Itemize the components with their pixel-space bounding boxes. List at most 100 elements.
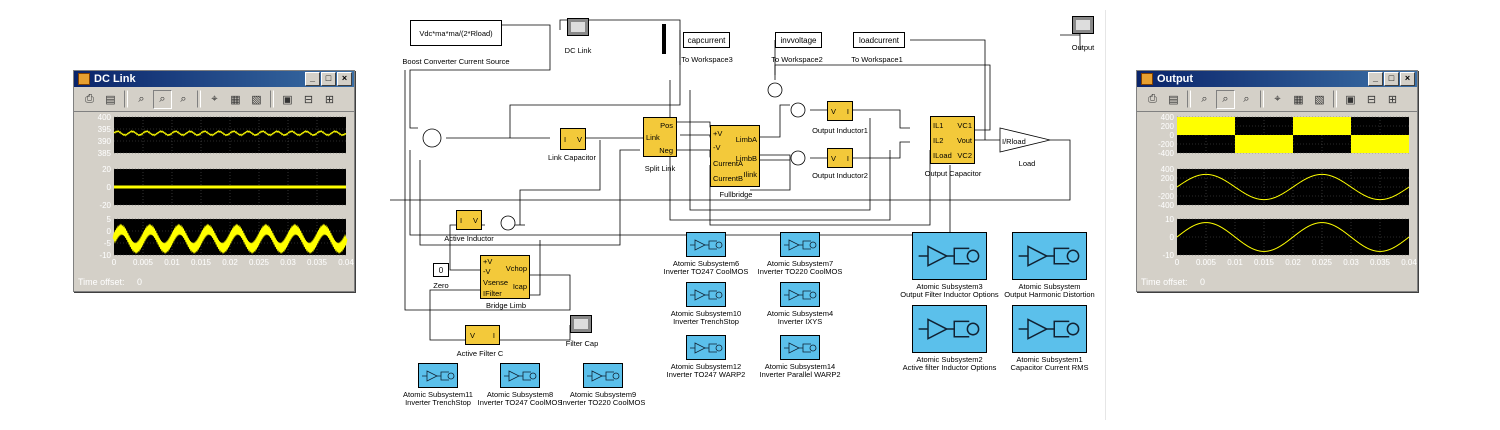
zoom-icon[interactable]: ⌕ — [138, 92, 145, 105]
subsystem-name: Atomic Subsystem11 — [403, 390, 473, 399]
split-link-label: Split Link — [644, 164, 676, 173]
trace-segment — [1177, 117, 1235, 135]
active-inductor-block[interactable]: I V — [456, 210, 482, 230]
subsystem-caption: Capacitor Current RMS — [1010, 363, 1089, 372]
lock-icon[interactable]: ⊟ — [303, 93, 314, 106]
simulink-model-canvas: Vdc*ma*ma/(2*Rload) Boost Converter Curr… — [390, 10, 1105, 420]
output-scope-label: Output — [1071, 43, 1095, 52]
port-v: V — [831, 107, 837, 116]
port-plus-v: +V — [713, 129, 723, 138]
autoscale-icon[interactable]: ⌖ — [1274, 92, 1281, 105]
float-icon[interactable]: ▣ — [282, 93, 293, 106]
port-vsense: Vsense — [483, 278, 509, 287]
subsystem-icon — [1018, 245, 1080, 267]
print-icon[interactable]: ⎙ — [1148, 92, 1157, 105]
loadcurrent-block[interactable]: loadcurrent — [853, 32, 905, 48]
restore-axes-icon[interactable]: ▧ — [251, 93, 262, 106]
output-inductor1-block[interactable]: V I — [827, 101, 853, 121]
parameters-icon[interactable]: ▤ — [105, 93, 116, 106]
subsystem-name: Atomic Subsystem4 — [766, 309, 834, 318]
port-limb-a: LimbA — [735, 135, 757, 144]
maximize-icon[interactable]: □ — [1384, 72, 1399, 86]
subsystem-caption: Inverter TrenchStop — [405, 398, 471, 407]
save-axes-icon[interactable]: ▦ — [1293, 93, 1304, 106]
port-il1: IL1 — [933, 121, 944, 130]
atomic-subsystem-block[interactable] — [418, 363, 458, 388]
active-filter-c-block[interactable]: V I — [465, 325, 500, 345]
toolbar-separator — [1260, 90, 1264, 108]
scope-toolbar: ⎙ ▤ ⌕ ⌕ ⌕ ⌖ ▦ ▧ ▣ ⊟ ⊞ — [1137, 87, 1417, 112]
to-workspace3-label: To Workspace3 — [681, 55, 733, 64]
close-icon[interactable]: × — [337, 72, 352, 86]
link-capacitor-block[interactable]: I V — [560, 128, 586, 150]
zoom-icon[interactable]: ⌕ — [1201, 92, 1208, 105]
signal-selection-icon[interactable]: ⊞ — [324, 93, 335, 106]
scope-toolbar: ⎙ ▤ ⌕ ⌕ ⌕ ⌖ ▦ ▧ ▣ ⊟ ⊞ — [74, 87, 354, 112]
filter-cap-scope-block[interactable] — [570, 315, 592, 333]
port-v: V — [576, 135, 582, 144]
atomic-subsystem-block[interactable] — [912, 305, 987, 353]
port-vc2: VC2 — [957, 151, 972, 160]
atomic-subsystem-block[interactable] — [500, 363, 540, 388]
minimize-icon[interactable]: _ — [305, 72, 320, 86]
float-icon[interactable]: ▣ — [1345, 93, 1356, 106]
subsystem-caption: Inverter Parallel WARP2 — [759, 370, 841, 379]
atomic-subsystem-block[interactable] — [780, 282, 820, 307]
close-icon[interactable]: × — [1400, 72, 1415, 86]
x-tick-label: 0.035 — [307, 258, 328, 267]
bridge-limb-block[interactable]: +V -V Vsense IFilter Vchop Icap — [480, 255, 530, 299]
atomic-subsystem-block[interactable] — [780, 335, 820, 360]
lock-icon[interactable]: ⊟ — [1366, 93, 1377, 106]
subsystem-icon — [918, 318, 980, 340]
atomic-subsystem-block[interactable] — [583, 363, 623, 388]
subsystem-name: Atomic Subsystem6 — [672, 259, 740, 268]
output-capacitor-block[interactable]: IL1 IL2 ILoad VC1 Vout VC2 — [930, 116, 975, 164]
zoom-x-icon[interactable]: ⌕ — [153, 89, 172, 109]
atomic-subsystem-block[interactable] — [1012, 305, 1087, 353]
output-inductor2-label: Output Inductor2 — [812, 171, 868, 180]
parameters-icon[interactable]: ▤ — [1168, 93, 1179, 106]
fullbridge-block[interactable]: +V -V CurrentA CurrentB LimbA LimbB Ilin… — [710, 125, 760, 187]
zoom-x-icon[interactable]: ⌕ — [1216, 89, 1235, 109]
invvoltage-block[interactable]: invvoltage — [775, 32, 822, 48]
link-capacitor-label: Link Capacitor — [548, 153, 596, 162]
x-tick-label: 0.03 — [1343, 258, 1359, 267]
atomic-subsystem-block[interactable] — [686, 232, 726, 257]
time-offset-label: Time offset: — [1141, 277, 1188, 287]
split-link-block[interactable]: Pos Link Neg — [643, 117, 677, 157]
print-icon[interactable]: ⎙ — [85, 92, 94, 105]
zero-constant-block[interactable]: 0 — [433, 263, 449, 277]
subsystem-caption: Active filter Inductor Options — [902, 363, 997, 372]
output-inductor2-block[interactable]: V I — [827, 148, 853, 168]
output-scope-block[interactable] — [1072, 16, 1094, 34]
capcurrent-block[interactable]: capcurrent — [683, 32, 730, 48]
atomic-subsystem-block[interactable] — [686, 282, 726, 307]
dc-link-titlebar[interactable]: DC Link _ □ × — [74, 71, 354, 87]
save-axes-icon[interactable]: ▦ — [230, 93, 241, 106]
output-titlebar[interactable]: Output _ □ × — [1137, 71, 1417, 87]
zoom-y-icon[interactable]: ⌕ — [180, 92, 187, 105]
matlab-logo-icon — [78, 73, 90, 85]
y-tick-label: -10 — [99, 251, 111, 260]
atomic-subsystem-block[interactable] — [1012, 232, 1087, 280]
subsystem-caption: Output Filter Inductor Options — [900, 290, 999, 299]
restore-axes-icon[interactable]: ▧ — [1314, 93, 1325, 106]
x-tick-label: 0.005 — [1196, 258, 1217, 267]
maximize-icon[interactable]: □ — [321, 72, 336, 86]
autoscale-icon[interactable]: ⌖ — [211, 92, 218, 105]
zoom-y-icon[interactable]: ⌕ — [1243, 92, 1250, 105]
atomic-subsystem-block[interactable] — [686, 335, 726, 360]
atomic-subsystem-block[interactable] — [780, 232, 820, 257]
dc-link-scope-block[interactable] — [567, 18, 589, 36]
trace-segment — [1293, 117, 1351, 135]
y-tick-label: 0 — [1170, 233, 1175, 242]
signal-selection-icon[interactable]: ⊞ — [1387, 93, 1398, 106]
atomic-subsystem-block[interactable] — [912, 232, 987, 280]
minimize-icon[interactable]: _ — [1368, 72, 1383, 86]
boost-current-expression-block[interactable]: Vdc*ma*ma/(2*Rload) — [410, 20, 502, 46]
toolbar-separator — [270, 90, 274, 108]
sum-node-icon — [422, 128, 442, 148]
trace-line — [1176, 222, 1410, 252]
